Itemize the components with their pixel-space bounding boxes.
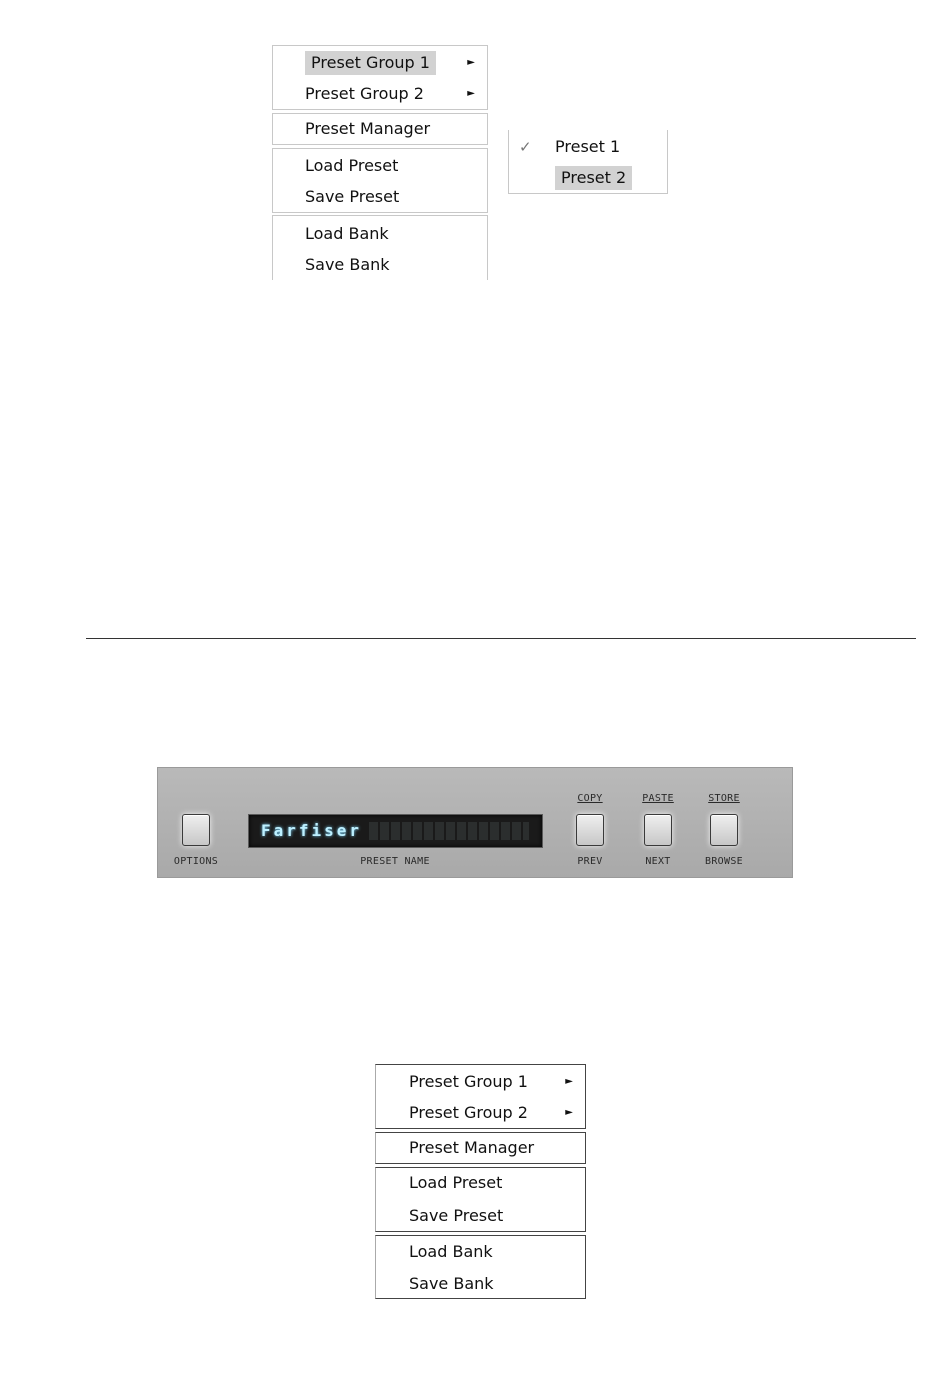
submenu-arrow-icon: ► bbox=[467, 57, 475, 68]
checkmark-icon: ✓ bbox=[519, 138, 532, 156]
menu-section-bank-file: Load Bank Save Bank bbox=[272, 215, 488, 280]
lcd-empty-cells bbox=[369, 822, 529, 840]
menu-item-label: Load Preset bbox=[403, 1171, 508, 1195]
menu-item-label: Load Bank bbox=[299, 222, 395, 246]
menu-item-save-bank[interactable]: Save Bank bbox=[376, 1269, 585, 1299]
menu-item-load-bank[interactable]: Load Bank bbox=[376, 1237, 585, 1267]
menu-item-label: Preset Group 1 bbox=[403, 1070, 534, 1094]
options-label: OPTIONS bbox=[151, 856, 241, 867]
paste-label-text: PASTE bbox=[642, 793, 674, 804]
menu-section-preset-manager: Preset Manager bbox=[375, 1132, 586, 1164]
store-label-text: STORE bbox=[708, 793, 740, 804]
menu-item-save-bank[interactable]: Save Bank bbox=[273, 250, 487, 280]
menu-item-preset-group-1[interactable]: Preset Group 1 ► bbox=[273, 48, 487, 78]
menu-item-preset-group-1[interactable]: Preset Group 1 ► bbox=[376, 1067, 585, 1097]
menu-section-preset-groups: Preset Group 1 ► Preset Group 2 ► bbox=[375, 1064, 586, 1129]
submenu-item-label: Preset 1 bbox=[549, 135, 626, 159]
menu-section-preset-groups: Preset Group 1 ► Preset Group 2 ► bbox=[272, 45, 488, 110]
menu-item-label: Preset Group 2 bbox=[403, 1101, 534, 1125]
menu-item-preset-manager[interactable]: Preset Manager bbox=[273, 114, 487, 144]
menu-item-label: Preset Group 1 bbox=[305, 51, 436, 75]
menu-item-load-bank[interactable]: Load Bank bbox=[273, 219, 487, 249]
copy-label-text: COPY bbox=[577, 793, 602, 804]
submenu-arrow-icon: ► bbox=[565, 1076, 573, 1087]
browse-label: BROWSE bbox=[679, 856, 769, 867]
preset-bar-panel: OPTIONS Farfiser PRESET NAME COPY PREV P… bbox=[157, 767, 793, 878]
menu-item-label: Preset Manager bbox=[299, 117, 436, 141]
menu-item-label: Preset Group 2 bbox=[299, 82, 430, 106]
submenu-arrow-icon: ► bbox=[565, 1107, 573, 1118]
preset-name-label: PRESET NAME bbox=[350, 856, 440, 867]
menu-item-label: Preset Manager bbox=[403, 1136, 540, 1160]
menu-item-label: Load Bank bbox=[403, 1240, 499, 1264]
browse-button[interactable] bbox=[710, 814, 738, 846]
preset-name-display[interactable]: Farfiser bbox=[248, 814, 543, 848]
menu-item-preset-group-2[interactable]: Preset Group 2 ► bbox=[376, 1098, 585, 1128]
options-button[interactable] bbox=[182, 814, 210, 846]
menu-item-preset-manager[interactable]: Preset Manager bbox=[376, 1133, 585, 1163]
menu-section-preset-manager: Preset Manager bbox=[272, 113, 488, 145]
menu-item-label: Load Preset bbox=[299, 154, 404, 178]
menu-item-load-preset[interactable]: Load Preset bbox=[273, 151, 487, 181]
menu-item-save-preset[interactable]: Save Preset bbox=[376, 1201, 585, 1231]
store-label: STORE bbox=[679, 793, 769, 804]
menu-item-label: Save Preset bbox=[403, 1204, 509, 1228]
menu-item-label: Save Preset bbox=[299, 185, 405, 209]
menu-item-label: Save Bank bbox=[403, 1272, 500, 1296]
menu-item-load-preset[interactable]: Load Preset bbox=[376, 1168, 585, 1198]
prev-button[interactable] bbox=[576, 814, 604, 846]
submenu-item-preset-1[interactable]: ✓ Preset 1 bbox=[509, 132, 667, 162]
menu-item-save-preset[interactable]: Save Preset bbox=[273, 182, 487, 212]
next-button[interactable] bbox=[644, 814, 672, 846]
menu-section-bank-file: Load Bank Save Bank bbox=[375, 1235, 586, 1299]
submenu-item-preset-2[interactable]: Preset 2 bbox=[509, 163, 667, 193]
submenu-section: ✓ Preset 1 Preset 2 bbox=[508, 130, 668, 194]
menu-item-label: Save Bank bbox=[299, 253, 396, 277]
preset-name-text: Farfiser bbox=[261, 821, 362, 840]
menu-item-preset-group-2[interactable]: Preset Group 2 ► bbox=[273, 79, 487, 109]
menu-section-preset-file: Load Preset Save Preset bbox=[272, 148, 488, 213]
menu-section-preset-file: Load Preset Save Preset bbox=[375, 1167, 586, 1232]
submenu-item-label: Preset 2 bbox=[555, 166, 632, 190]
horizontal-divider bbox=[86, 638, 916, 639]
submenu-arrow-icon: ► bbox=[467, 88, 475, 99]
